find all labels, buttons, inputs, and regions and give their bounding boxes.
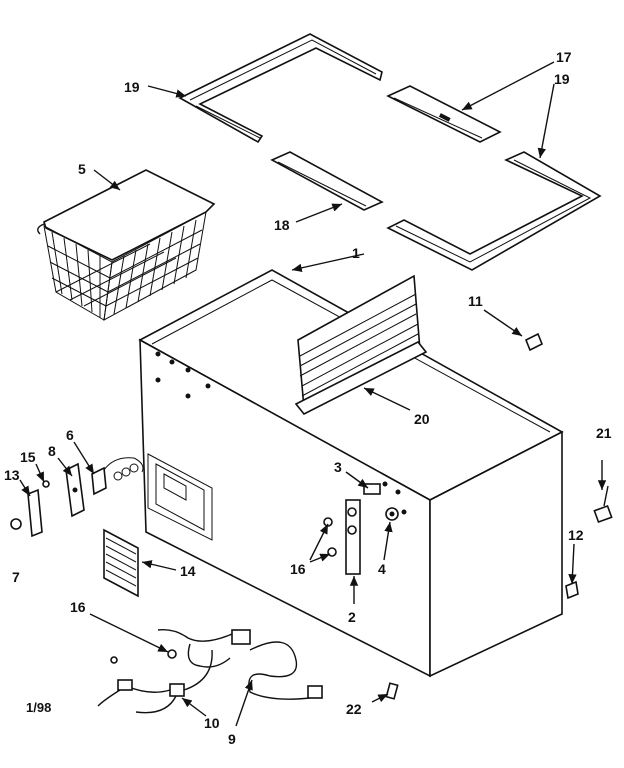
label-plate	[524, 332, 544, 352]
hinge-assembly	[323, 483, 399, 575]
part-label-7: 7	[12, 569, 20, 585]
part-label-21: 21	[596, 425, 612, 441]
part-label-8: 8	[48, 443, 56, 459]
part-label-3: 3	[334, 459, 342, 475]
drain-tube	[565, 580, 579, 600]
part-label-16-hinge: 16	[290, 561, 306, 577]
part-label-17: 17	[556, 49, 572, 65]
part-label-19-left: 19	[124, 79, 140, 95]
part-label-10: 10	[204, 715, 220, 731]
part-label-14: 14	[180, 563, 196, 579]
part-label-12: 12	[568, 527, 584, 543]
part-label-11: 11	[468, 293, 483, 309]
thermostat-bracket	[10, 457, 144, 538]
gasket-left-frame	[178, 33, 383, 144]
part-label-5: 5	[78, 161, 86, 177]
wire-basket	[37, 169, 216, 321]
part-label-6: 6	[66, 427, 74, 443]
leader-lines	[19, 61, 607, 727]
date-code: 1/98	[26, 700, 51, 715]
part-label-13: 13	[4, 467, 20, 483]
part-label-19-right: 19	[554, 71, 570, 87]
part-label-4: 4	[378, 561, 386, 577]
part-label-20: 20	[414, 411, 430, 427]
part-label-9: 9	[228, 731, 236, 747]
part-label-1: 1	[352, 245, 360, 261]
divider-panel	[294, 274, 428, 416]
power-cord-wiring	[97, 628, 399, 714]
part-label-22: 22	[346, 701, 362, 717]
gasket-middle-bar	[270, 151, 384, 211]
gasket-right-frame	[386, 151, 602, 271]
part-label-2: 2	[348, 609, 356, 625]
part-label-15: 15	[20, 449, 36, 465]
part-label-16-wiring: 16	[70, 599, 86, 615]
gasket-top-bar	[386, 85, 502, 143]
leveling-leg	[593, 485, 613, 524]
louver-grille	[103, 528, 139, 598]
part-label-18: 18	[274, 217, 290, 233]
